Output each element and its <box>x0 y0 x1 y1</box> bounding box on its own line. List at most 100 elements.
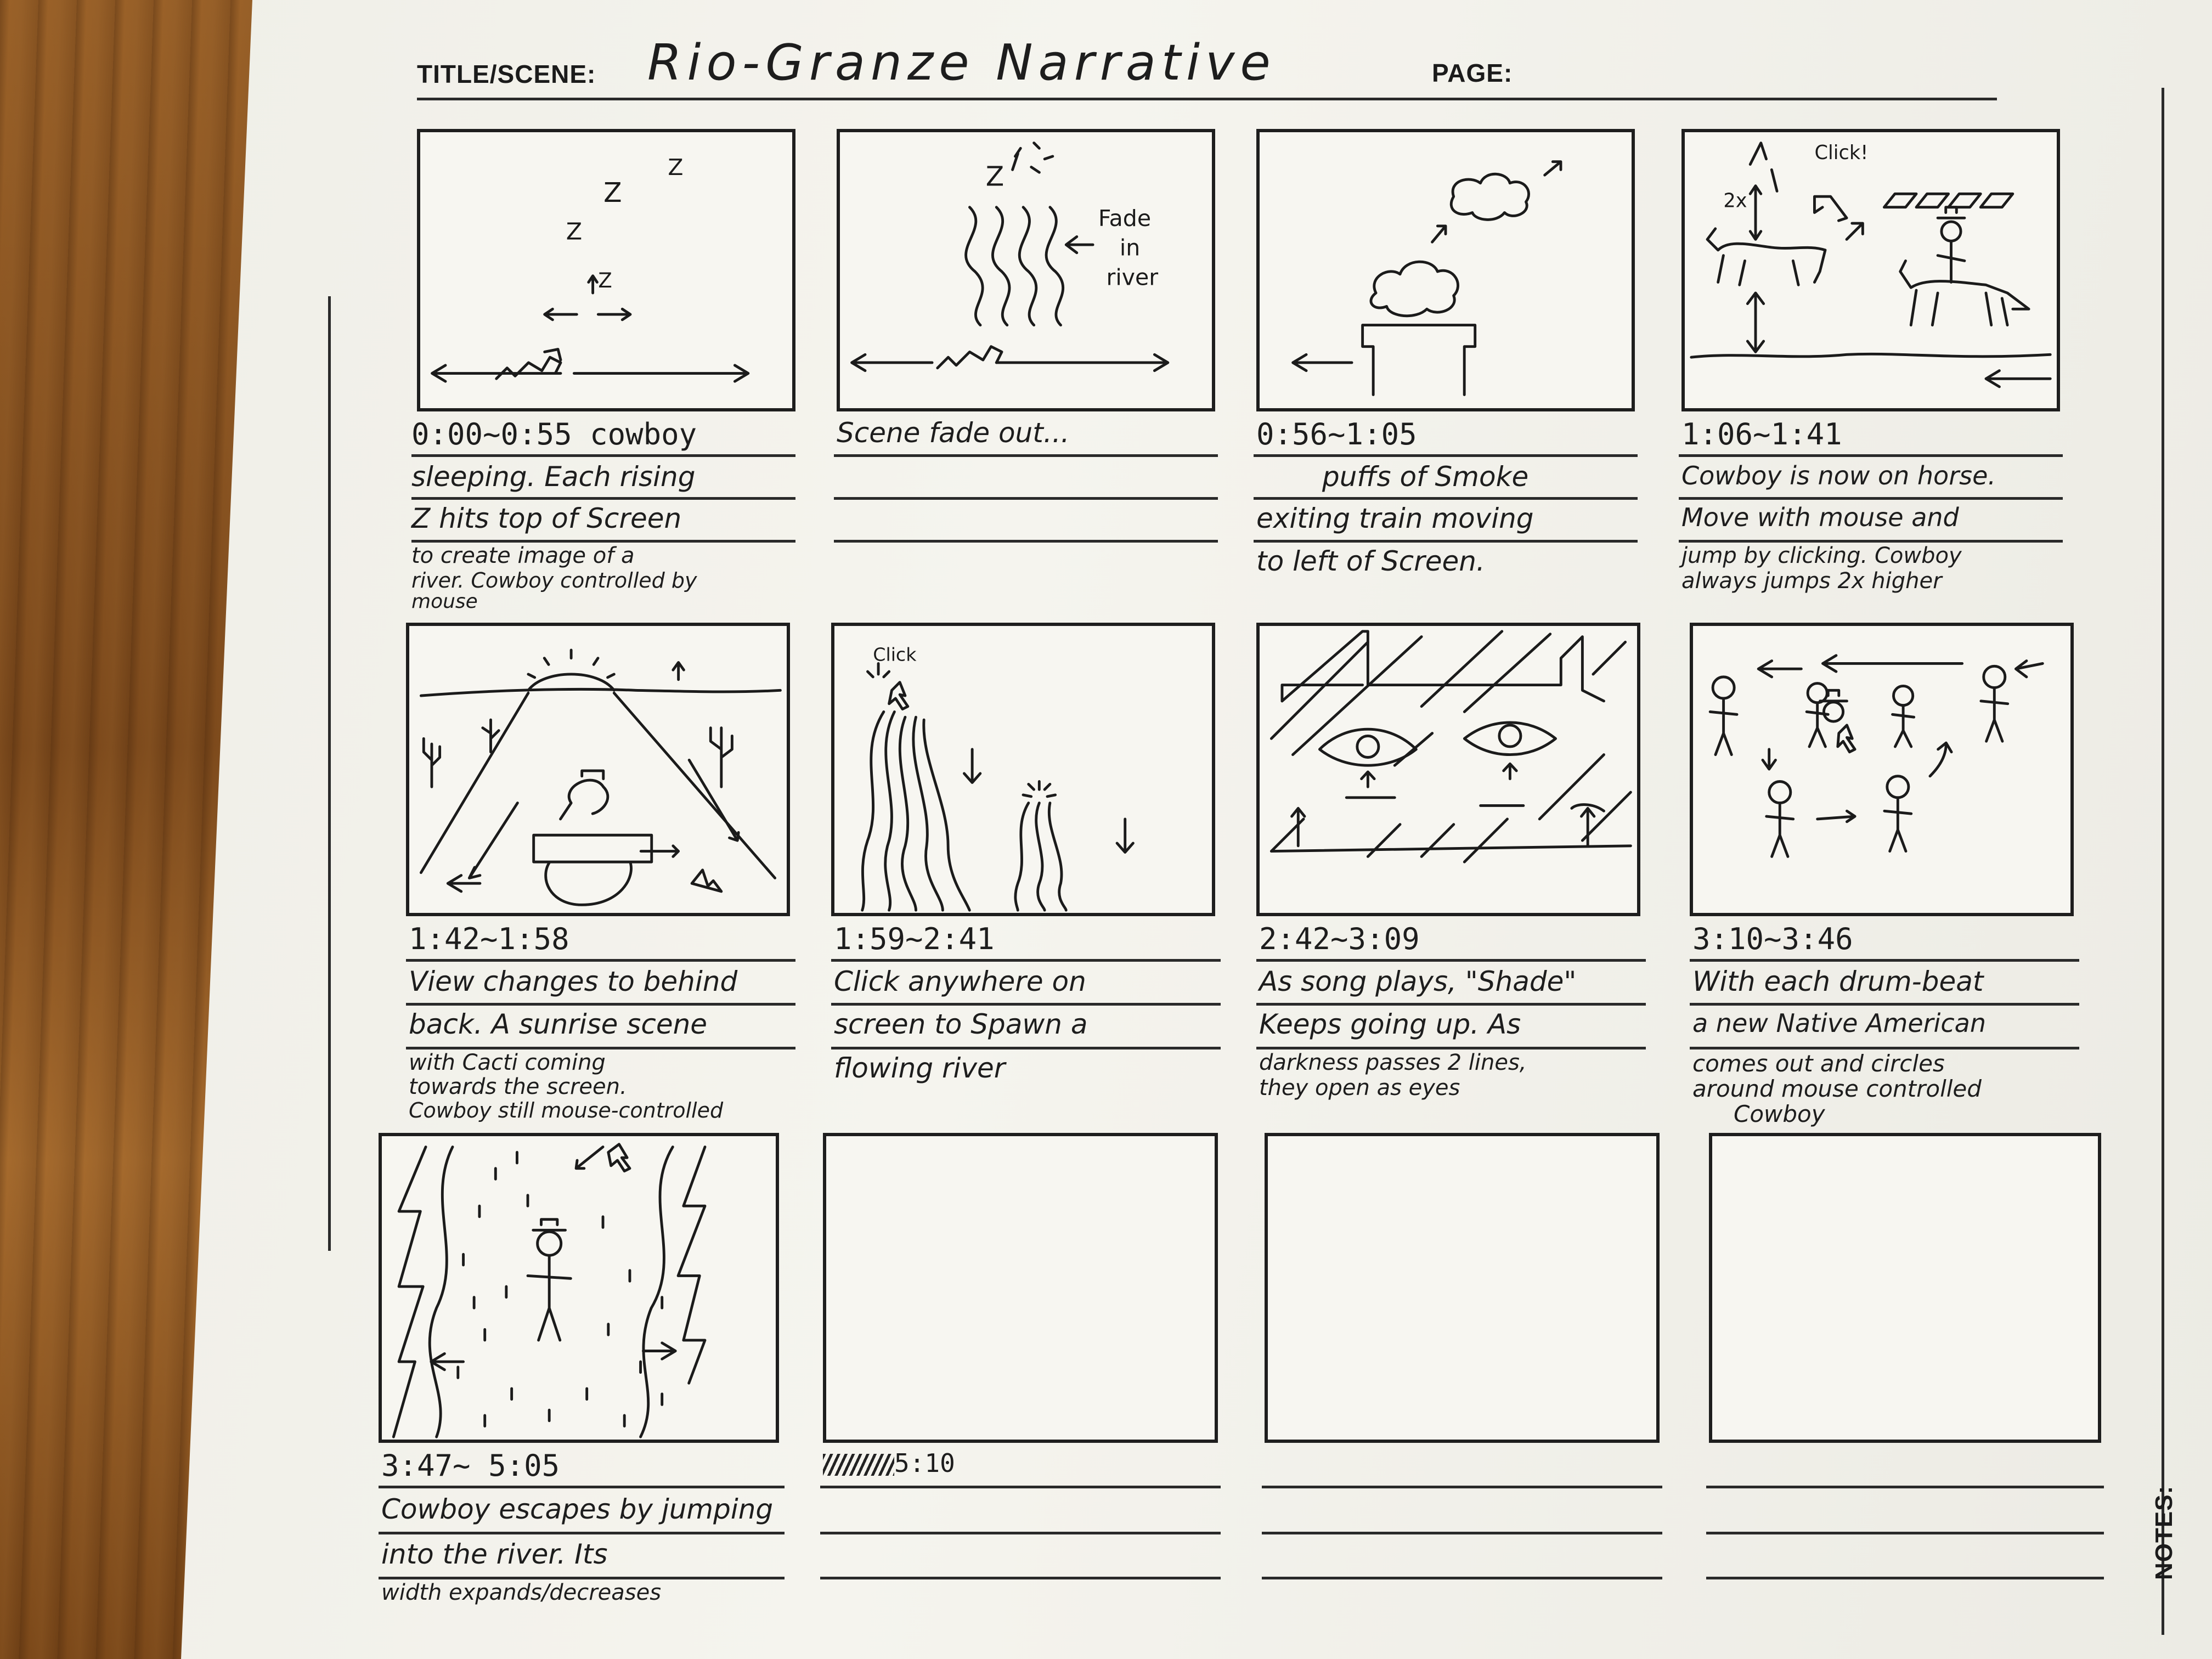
panel-4-rule-3 <box>1679 540 2063 543</box>
panel-3-rule-3 <box>1254 540 1638 543</box>
panel-9-rule-2 <box>379 1532 785 1534</box>
panel-1-line-5: mouse <box>411 590 478 613</box>
panel-8-time: 3:10~3:46 <box>1692 922 1853 956</box>
storyboard-frame-11 <box>1265 1133 1660 1443</box>
panel-2-rule-3 <box>834 540 1218 543</box>
panel-5-rule-2 <box>406 1003 795 1006</box>
sketch-sunrise-road <box>419 648 782 906</box>
panel-7-line-2: Keeps going up. As <box>1259 1008 1521 1040</box>
panel-3-line-2: exiting train moving <box>1256 503 1534 534</box>
panel-7-time: 2:42~3:09 <box>1259 922 1420 956</box>
panel-5-line-2: back. A sunrise scene <box>409 1008 708 1040</box>
svg-text:Click!: Click! <box>1814 142 1868 164</box>
panel-9-line-2: into the river. Its <box>381 1538 608 1570</box>
storyboard-frame-7 <box>1256 623 1640 916</box>
svg-text:Z: Z <box>603 177 622 208</box>
svg-text:Fade: Fade <box>1098 205 1151 232</box>
notes-label: NOTES: <box>2151 1485 2177 1580</box>
panel-1-rule-3 <box>411 540 795 543</box>
right-margin-line <box>2162 88 2164 1635</box>
panel-12-rule-3 <box>1706 1577 2104 1579</box>
panel-12-rule-2 <box>1706 1532 2104 1534</box>
page-label: PAGE: <box>1432 59 1513 87</box>
panel-11-rule-3 <box>1262 1577 1662 1579</box>
storyboard-frame-9 <box>379 1133 779 1443</box>
scribble-crossout <box>823 1454 894 1476</box>
sketch-storm-escape <box>392 1143 707 1438</box>
sketch-spawn-river: Click <box>861 644 1135 912</box>
panel-7-line-3: darkness passes 2 lines, <box>1259 1050 1527 1075</box>
svg-text:Z: Z <box>566 218 582 245</box>
sketch-circling-figures <box>1708 654 2044 858</box>
panel-6-rule-3 <box>831 1047 1221 1049</box>
panel-3-rule-1 <box>1254 454 1638 457</box>
panel-7-line-1: As song plays, "Shade" <box>1259 966 1577 997</box>
storyboard-sheet: TITLE/SCENE: Rio-Granze Narrative PAGE: … <box>181 0 2212 1659</box>
panel-6-line-2: screen to Spawn a <box>834 1008 1088 1040</box>
svg-text:Z: Z <box>986 161 1004 193</box>
panel-8-line-4: around mouse controlled <box>1692 1075 1982 1102</box>
panel-10-time: 5:10 <box>894 1448 955 1478</box>
panel-2-rule-2 <box>834 497 1218 500</box>
panel-12-rule-1 <box>1706 1486 2104 1488</box>
storyboard-frame-4: Click! 2x <box>1681 129 2060 411</box>
panel-9-rule-1 <box>379 1486 785 1488</box>
panel-10-rule-2 <box>820 1532 1221 1534</box>
panel-8-rule-2 <box>1690 1003 2079 1006</box>
panel-9-time: 3:47~ 5:05 <box>381 1448 560 1483</box>
panel-5-rule-1 <box>406 959 795 962</box>
panel-1-rule-1 <box>411 454 795 457</box>
sketch-fade-in-river: Z Fade in river <box>850 142 1170 373</box>
panel-7-line-4: they open as eyes <box>1259 1075 1460 1101</box>
storyboard-frame-2: Z Fade in river <box>837 129 1215 411</box>
panel-6-time: 1:59~2:41 <box>834 922 995 956</box>
panel-3-line-3: to left of Screen. <box>1256 545 1485 577</box>
panel-8-line-2: a new Native American <box>1692 1008 1986 1038</box>
sketch-sleeping-cowboy: Z Z Z Z <box>431 154 750 383</box>
panel-8-line-3: comes out and circles <box>1692 1050 1945 1077</box>
panel-11-rule-2 <box>1262 1532 1662 1534</box>
panel-5-time: 1:42~1:58 <box>409 922 569 956</box>
title-underline <box>417 98 1997 100</box>
storyboard-frame-5 <box>406 623 790 916</box>
panel-7-rule-1 <box>1256 959 1646 962</box>
panel-4-line-4: always jumps 2x higher <box>1681 568 1942 594</box>
panel-6-line-3: flowing river <box>834 1052 1006 1084</box>
storyboard-frame-8 <box>1690 623 2074 916</box>
panel-4-line-1: Cowboy is now on horse. <box>1681 461 1996 490</box>
left-margin-line <box>328 296 331 1251</box>
svg-text:Z: Z <box>668 154 683 180</box>
panel-3-time: 0:56~1:05 <box>1256 417 1417 452</box>
panel-6-rule-1 <box>831 959 1221 962</box>
panel-5-line-4: towards the screen. <box>409 1074 627 1099</box>
panel-3-rule-2 <box>1254 497 1638 500</box>
svg-text:2x: 2x <box>1723 190 1747 212</box>
panel-1-line-4: river. Cowboy controlled by <box>411 568 697 592</box>
panel-1-line-3: to create image of a <box>411 543 635 568</box>
panel-2-rule-1 <box>834 454 1218 457</box>
panel-4-rule-2 <box>1679 497 2063 500</box>
panel-9-line-3: width expands/decreases <box>381 1580 662 1605</box>
title-label: TITLE/SCENE: <box>417 60 596 88</box>
panel-8-line-5: Cowboy <box>1734 1101 1825 1127</box>
panel-10-rule-1 <box>820 1486 1221 1488</box>
panel-4-rule-1 <box>1679 454 2063 457</box>
panel-1-line-1: sleeping. Each rising <box>411 461 696 493</box>
panel-7-rule-3 <box>1256 1047 1646 1049</box>
storyboard-frame-10 <box>823 1133 1218 1443</box>
sketch-train-smoke <box>1291 160 1562 397</box>
panel-9-rule-3 <box>379 1577 785 1579</box>
storyboard-frame-1: Z Z Z Z <box>417 129 795 411</box>
panel-8-rule-1 <box>1690 959 2079 962</box>
panel-6-line-1: Click anywhere on <box>834 966 1086 997</box>
panel-4-line-2: Move with mouse and <box>1681 503 1959 532</box>
storyboard-frame-12 <box>1709 1133 2101 1443</box>
panel-8-line-1: With each drum-beat <box>1692 966 1984 997</box>
panel-8-rule-3 <box>1690 1047 2079 1049</box>
panel-2-line-1: Scene fade out... <box>837 417 1070 449</box>
panel-1-rule-2 <box>411 497 795 500</box>
storyboard-frame-6: Click <box>831 623 1215 916</box>
panel-7-rule-2 <box>1256 1003 1646 1006</box>
svg-text:Click: Click <box>873 644 917 665</box>
panel-4-time: 1:06~1:41 <box>1681 417 1842 452</box>
